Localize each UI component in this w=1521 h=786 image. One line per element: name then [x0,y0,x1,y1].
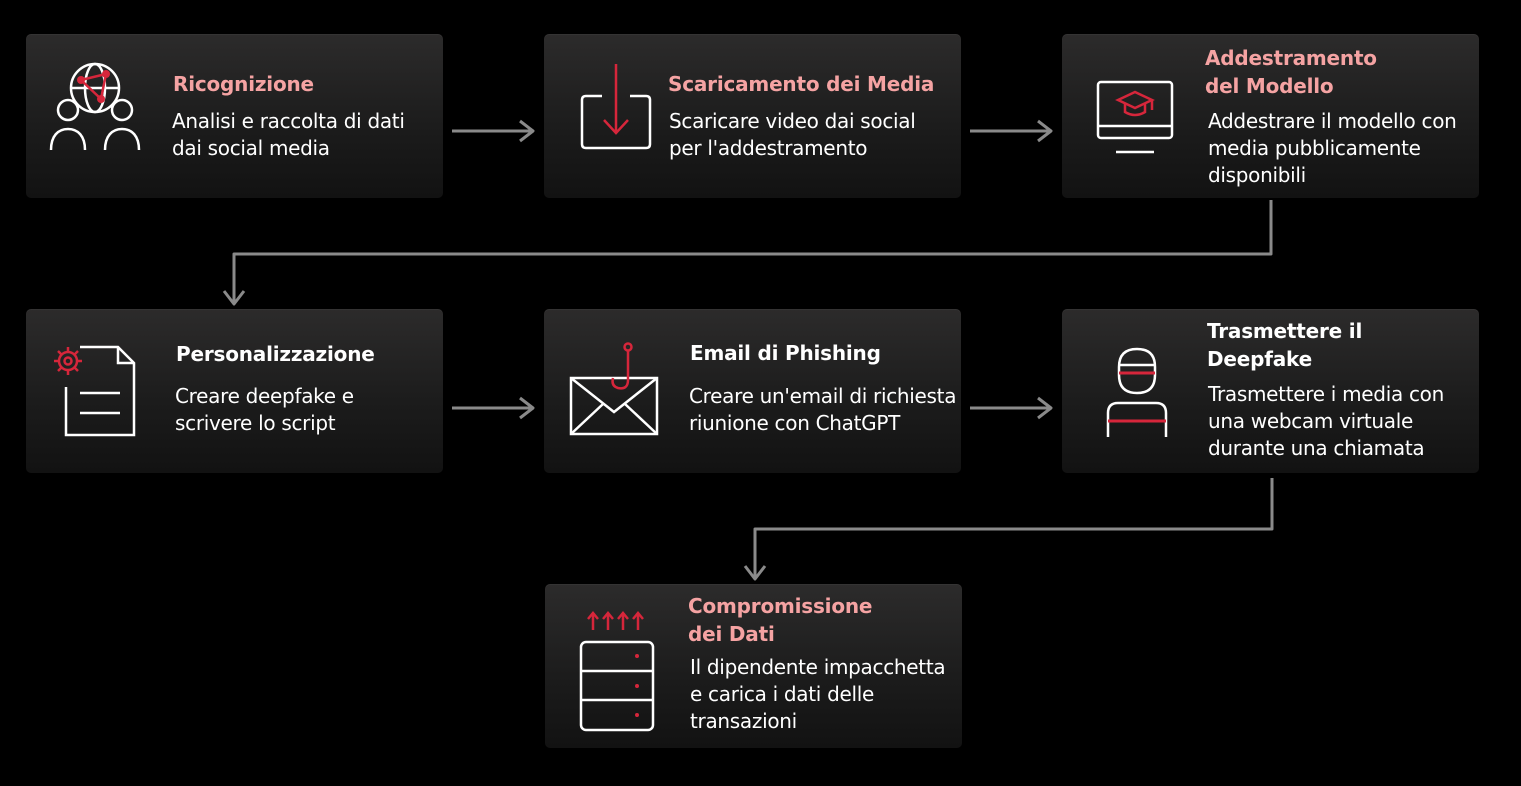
step-title: Email di Phishing [690,341,881,365]
step-card-recognition: Ricognizione Analisi e raccolta di dati … [26,34,443,198]
step-title: Personalizzazione [176,342,375,366]
download-icon [580,62,652,152]
monitor-graduation-cap-icon [1096,80,1176,156]
step-card-personalization: Personalizzazione Creare deepfake e scri… [26,309,443,473]
step-card-transmit-deepfake: Trasmettere il Deepfake Trasmettere i me… [1062,309,1479,473]
step-title: Compromissione dei Dati [688,594,873,646]
elbow-6-7-head [743,565,767,581]
step-card-data-compromise: Compromissione dei Dati Il dipendente im… [545,584,962,748]
envelope-hook-icon [569,342,659,436]
step-title: Addestramento del Modello [1205,46,1377,98]
document-gear-icon [52,345,136,439]
elbow-3-4 [232,200,1273,302]
people-network-icon [48,62,141,154]
masked-person-icon [1106,347,1168,439]
server-upload-icon [579,610,655,734]
step-description: Scaricare video dai social per l'addestr… [669,109,916,160]
step-card-media-download: Scaricamento dei Media Scaricare video d… [544,34,961,198]
step-card-phishing-email: Email di Phishing Creare un'email di ric… [544,309,961,473]
step-description: Trasmettere i media con una webcam virtu… [1208,382,1444,460]
step-card-model-training: Addestramento del Modello Addestrare il … [1062,34,1479,198]
arrow-1-2-head [519,119,535,143]
step-description: Analisi e raccolta di dati dai social me… [172,109,405,160]
elbow-6-7 [753,478,1274,577]
step-title: Ricognizione [173,72,314,96]
step-title: Trasmettere il Deepfake [1207,319,1363,371]
step-description: Addestrare il modello con media pubblica… [1208,109,1457,187]
elbow-3-4-head [222,290,246,306]
step-description: Il dipendente impacchetta e carica i dat… [690,655,946,733]
arrow-2-3-head [1037,119,1053,143]
step-description: Creare deepfake e scrivere lo script [175,384,354,435]
step-description: Creare un'email di richiesta riunione co… [689,384,957,435]
arrow-5-6-head [1037,396,1053,420]
arrow-4-5-head [519,396,535,420]
step-title: Scaricamento dei Media [668,72,935,96]
